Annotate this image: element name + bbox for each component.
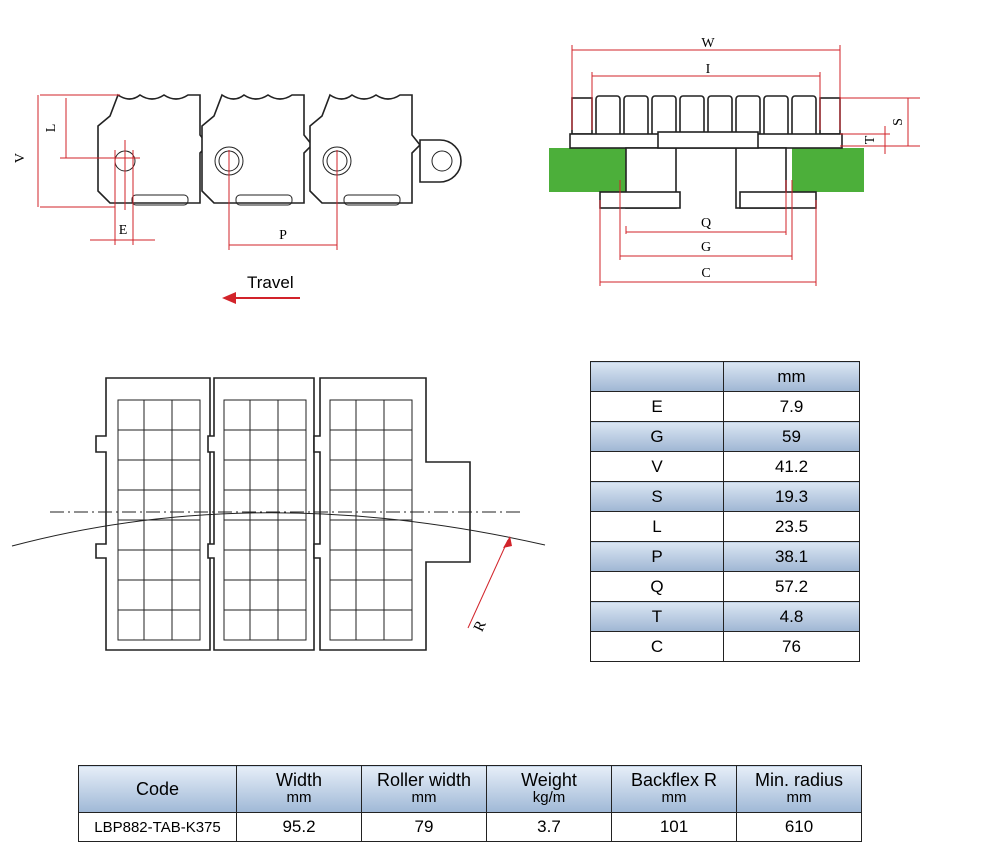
dim-label-l: L — [44, 124, 59, 133]
travel-arrow-head — [222, 292, 236, 304]
left-guide-rail — [549, 148, 629, 192]
end-view-drawing: W I S T Q G C — [549, 36, 920, 286]
dim-label-s: S — [891, 118, 906, 126]
link-plate — [313, 377, 471, 651]
cell-code: LBP882-TAB-K375 — [78, 812, 237, 842]
link-plate — [95, 377, 211, 651]
dim-label-e: E — [119, 223, 128, 238]
cell-weight: 3.7 — [486, 812, 612, 842]
travel-label: Travel — [247, 273, 294, 292]
dimension-unit-header: mm — [723, 361, 860, 392]
chain-link — [309, 93, 462, 206]
cell-roller-width: 79 — [361, 812, 487, 842]
top-view-drawing: R — [11, 377, 546, 651]
dim-label-p: P — [279, 228, 287, 243]
cell-width: 95.2 — [236, 812, 362, 842]
header-code: Code — [78, 765, 237, 813]
dim-label-g: G — [701, 240, 711, 255]
dimension-table-header: mm — [590, 361, 860, 392]
side-view-drawing: V L E P — [13, 93, 462, 304]
dim-label-r: R — [471, 618, 490, 634]
right-guide-rail — [792, 148, 864, 192]
roller-row — [571, 95, 841, 137]
dim-label-c: C — [701, 266, 710, 281]
cell-min-radius: 610 — [736, 812, 862, 842]
dim-label-q: Q — [701, 216, 711, 231]
dim-label-w: W — [701, 36, 715, 51]
chain-link — [201, 93, 314, 206]
link-plate — [207, 377, 315, 651]
dim-label-i: I — [706, 62, 711, 77]
dim-label-v: V — [13, 153, 28, 163]
table-row: LBP882-TAB-K375 95.2 79 3.7 101 610 — [78, 812, 862, 842]
dim-label-t: T — [863, 135, 878, 144]
cell-backflex: 101 — [611, 812, 737, 842]
